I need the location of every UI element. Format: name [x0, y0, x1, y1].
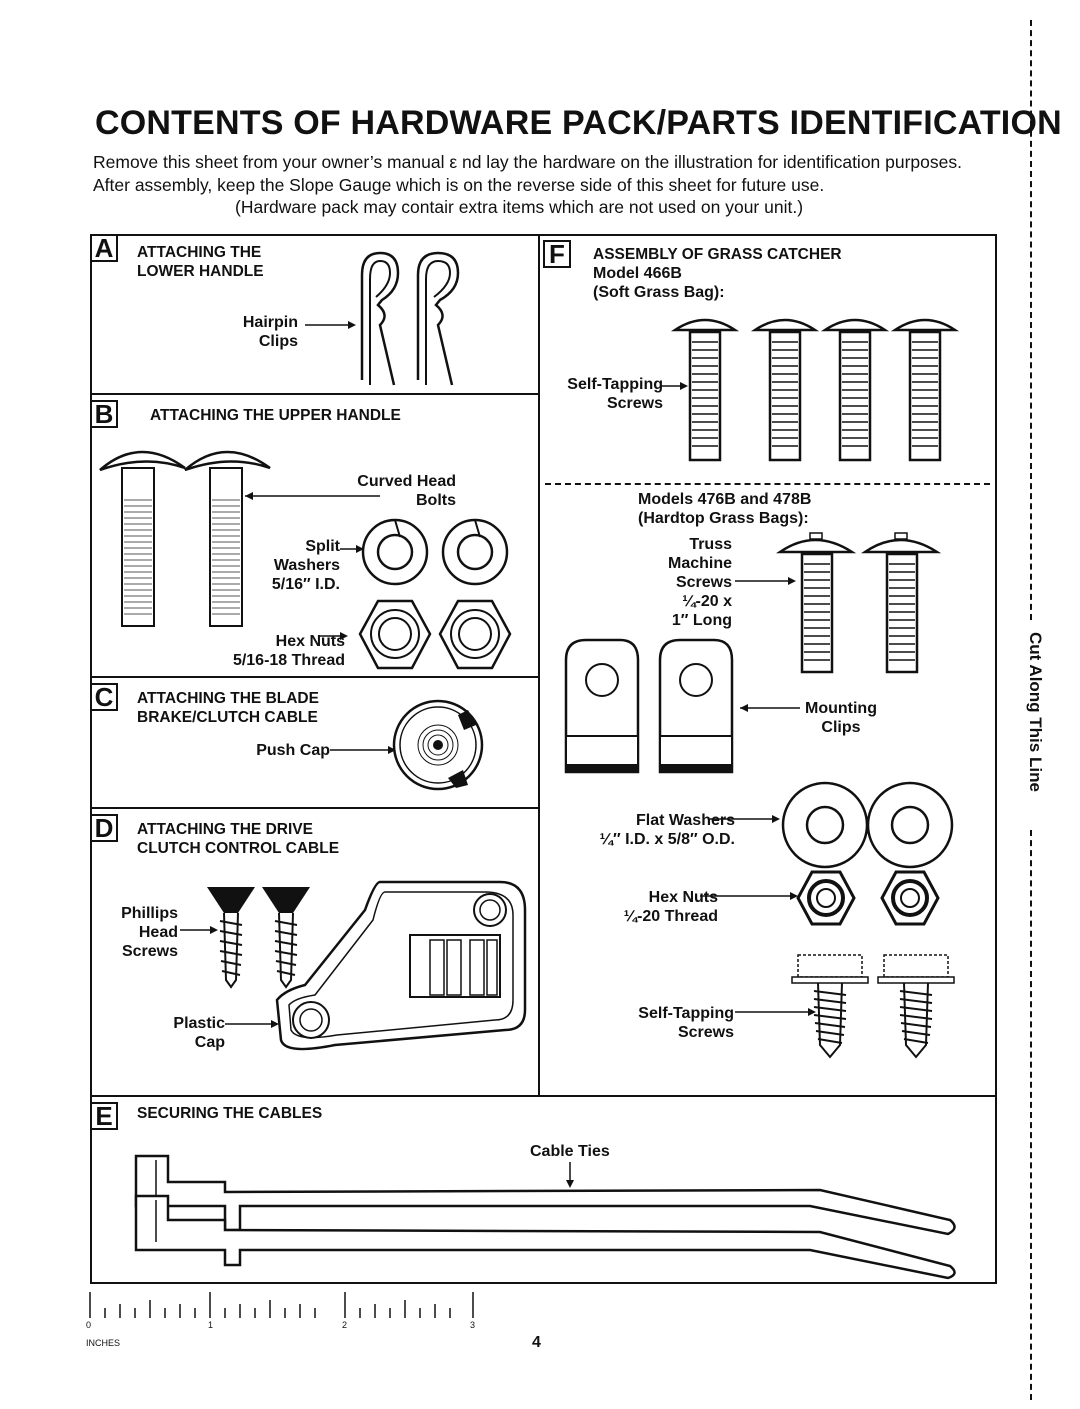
hex-nuts-label: Hex Nuts 5/16-18 Thread	[232, 633, 345, 669]
ruler-label-2: 2	[342, 1320, 348, 1330]
truss-screws-label: Truss Machine Screws ¼-20 x 1″ Long	[667, 536, 732, 629]
section-d-letter: D	[90, 814, 118, 842]
section-b-letter: B	[90, 400, 118, 428]
section-e-heading: SECURING THE CABLES	[137, 1105, 323, 1122]
phillips-screw-icon	[180, 887, 310, 989]
section-f-heading: ASSEMBLY OF GRASS CATCHER	[593, 246, 842, 263]
section-c-letter: C	[90, 683, 118, 711]
mounting-clips-label: Mounting Clips	[805, 700, 877, 736]
section-c-heading: ATTACHING THE BLADE BRAKE/CLUTCH CABLE	[137, 690, 319, 726]
hairpin-clips-label: Hairpin Clips	[242, 314, 298, 350]
hex-nut-small-icon	[700, 870, 940, 926]
cable-ties-label: Cable Ties	[530, 1143, 610, 1160]
push-cap-label: Push Cap	[256, 742, 330, 759]
divider-a-b	[90, 393, 539, 395]
hex-head-screw-icon	[735, 954, 955, 1059]
section-a-heading: ATTACHING THE LOWER HANDLE	[137, 244, 264, 280]
cut-line-label: Cut Along This Line	[1026, 632, 1045, 792]
divider-d-e	[90, 1095, 997, 1097]
divider-b-c	[90, 676, 539, 678]
curved-head-bolts-label: Curved Head Bolts	[357, 473, 456, 509]
cut-line-upper	[1030, 20, 1032, 620]
section-b-heading: ATTACHING THE UPPER HANDLE	[150, 407, 401, 424]
hardtop-grass-bags-label: (Hardtop Grass Bags):	[638, 510, 809, 527]
page-number: 4	[532, 1334, 541, 1351]
section-a-letter: A	[90, 234, 118, 262]
self-tapping-screw-icon	[660, 318, 960, 462]
model-466b-label: Model 466B	[593, 265, 682, 282]
plastic-cap-icon	[225, 880, 527, 1051]
cable-tie-icon	[134, 1154, 956, 1280]
ruler-label-1: 1	[208, 1320, 214, 1330]
ruler-unit: INCHES	[86, 1338, 121, 1348]
plastic-cap-label: Plastic Cap	[173, 1015, 225, 1051]
hex-nut-icon	[320, 599, 512, 670]
intro-line-3: (Hardware pack may contair extra items w…	[235, 197, 804, 217]
parts-frame	[90, 234, 997, 1284]
divider-f-models	[545, 483, 990, 485]
page-title: CONTENTS OF HARDWARE PACK/PARTS IDENTIFI…	[95, 104, 1062, 142]
push-cap-icon	[330, 699, 484, 791]
flat-washers-label: Flat Washers ¼″ I.D. x 5/8″ O.D.	[599, 812, 735, 848]
hex-nuts-f-label: Hex Nuts ¼-20 Thread	[623, 889, 718, 925]
section-f-letter: F	[543, 240, 571, 268]
section-d-heading: ATTACHING THE DRIVE CLUTCH CONTROL CABLE	[137, 821, 340, 857]
flat-washer-icon	[710, 781, 954, 869]
ruler-label-3: 3	[470, 1320, 476, 1330]
hairpin-clip-icon	[305, 251, 460, 386]
cut-line-lower	[1030, 830, 1032, 1400]
soft-grass-bag-label: (Soft Grass Bag):	[593, 284, 725, 301]
column-divider	[538, 234, 540, 1096]
self-tapping-screws-2-label: Self-Tapping Screws	[638, 1005, 734, 1041]
phillips-screws-label: Phillips Head Screws	[121, 905, 178, 960]
truss-screw-icon	[735, 532, 942, 674]
intro-line-2: After assembly, keep the Slope Gauge whi…	[93, 175, 825, 195]
models-476b-478b-label: Models 476B and 478B	[638, 491, 812, 508]
ruler-label-0: 0	[86, 1320, 92, 1330]
curved-head-bolt-icon	[99, 450, 380, 627]
section-e-letter: E	[90, 1102, 118, 1130]
divider-c-d	[90, 807, 539, 809]
self-tapping-screws-label: Self-Tapping Screws	[567, 376, 663, 412]
inch-ruler	[89, 1292, 474, 1318]
mounting-clip-icon	[564, 638, 800, 774]
intro-line-1: Remove this sheet from your owner’s manu…	[93, 152, 962, 172]
split-washer-icon	[340, 518, 509, 586]
split-washers-label: Split Washers 5/16″ I.D.	[271, 538, 340, 593]
